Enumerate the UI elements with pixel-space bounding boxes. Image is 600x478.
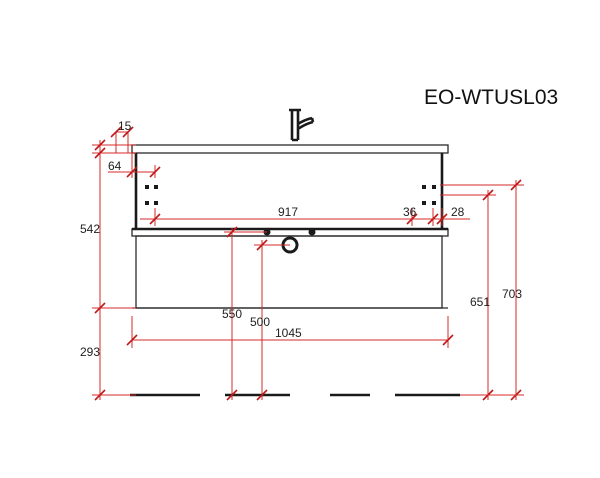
dim-28: 28: [451, 205, 465, 219]
dimension-labels: 15 64 542 293 917 36 28 550 500 1045 651…: [80, 119, 522, 359]
mounting-holes-left: [145, 185, 158, 205]
dim-36: 36: [403, 205, 417, 219]
dim-651: 651: [470, 295, 490, 309]
dim-64: 64: [108, 159, 122, 173]
basin-top: [131, 144, 449, 154]
dim-1045: 1045: [275, 326, 302, 340]
model-code: EO-WTUSL03: [424, 86, 558, 109]
mounting-holes-right: [422, 185, 436, 205]
dim-293: 293: [80, 345, 100, 359]
dim-15: 15: [118, 119, 132, 133]
faucet: [289, 108, 315, 142]
dimension-lines: [92, 126, 524, 401]
dim-917: 917: [278, 205, 298, 219]
dim-542: 542: [80, 222, 100, 236]
dim-703: 703: [502, 287, 522, 301]
dim-500: 500: [250, 315, 270, 329]
drawer-front: [135, 235, 443, 309]
dim-550: 550: [222, 307, 242, 321]
water-inlet-right: [308, 228, 316, 236]
